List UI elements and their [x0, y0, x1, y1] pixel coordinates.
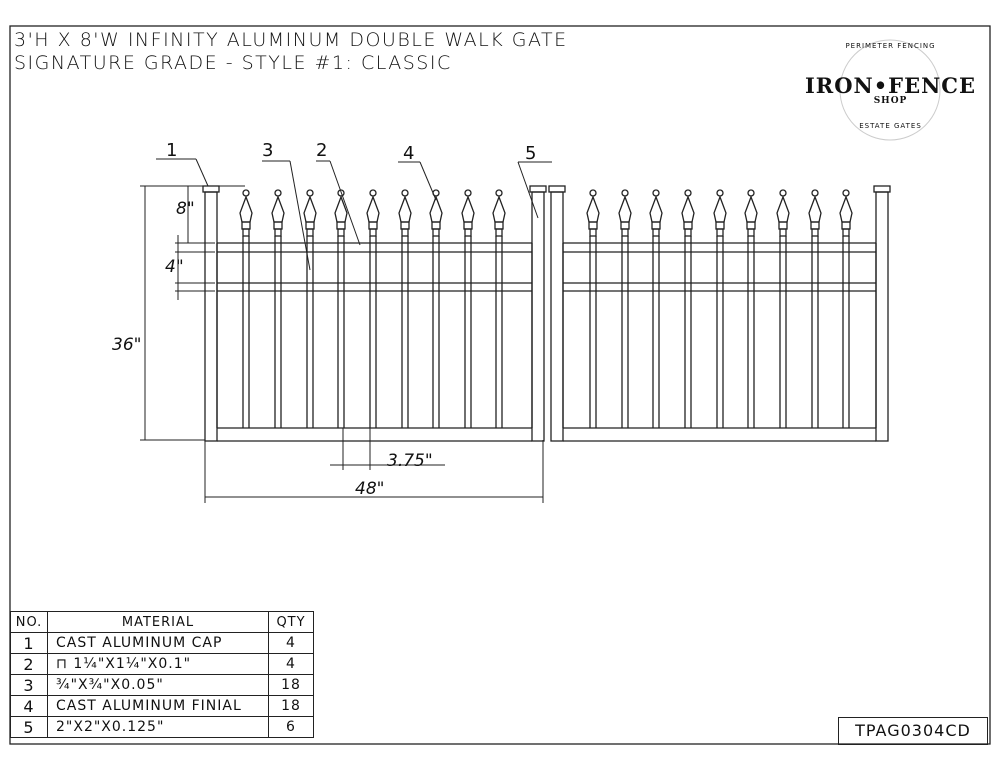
left-gate-finial — [239, 189, 253, 237]
bom-header-qty: QTY — [268, 611, 314, 633]
callout-leader — [419, 161, 437, 201]
right-gate-picket — [811, 236, 819, 428]
left-gate-picket — [337, 236, 345, 428]
dim-picket-spacing: 3.75" — [387, 451, 433, 471]
logo-top-arc: PERIMETER FENCING — [845, 42, 936, 50]
right-gate-hinge-post — [550, 191, 564, 442]
left-gate-picket — [464, 236, 472, 428]
bom-no: 3 — [10, 674, 48, 696]
right-gate-finial — [776, 189, 790, 237]
right-gate-finial — [586, 189, 600, 237]
left-gate-post-cap — [529, 185, 547, 193]
right-gate-finial — [808, 189, 822, 237]
left-gate-finial — [366, 189, 380, 237]
right-gate-finial — [649, 189, 663, 237]
callout-leader — [289, 160, 311, 271]
bom-header-row: NO. MATERIAL QTY — [10, 611, 314, 633]
gate-elevation — [202, 185, 891, 442]
callout-4: 4 — [403, 143, 415, 164]
left-gate-picket — [274, 236, 282, 428]
dimension-lines — [140, 158, 552, 503]
right-gate-picket — [684, 236, 692, 428]
left-gate-picket — [369, 236, 377, 428]
logo-bottom-arc: ESTATE GATES — [859, 122, 922, 130]
left-gate-hinge-post — [204, 191, 218, 442]
left-gate-post-cap — [202, 185, 220, 193]
left-gate-picket — [401, 236, 409, 428]
bom-qty: 4 — [268, 632, 314, 654]
bom-qty: 6 — [268, 716, 314, 738]
bom-material: ¾"X¾"X0.05" — [47, 674, 269, 696]
bom-qty: 18 — [268, 695, 314, 717]
left-gate-finial — [429, 189, 443, 237]
bom-no: 4 — [10, 695, 48, 717]
drawing-title: 3'H X 8'W INFINITY ALUMINUM DOUBLE WALK … — [14, 29, 568, 51]
left-gate-picket — [432, 236, 440, 428]
table-row: 1 CAST ALUMINUM CAP 4 — [10, 632, 314, 654]
callout-leader — [329, 160, 361, 246]
table-row: 2 ⊓ 1¼"X1¼"X0.1" 4 — [10, 653, 314, 675]
right-gate-picket — [652, 236, 660, 428]
right-gate-finial — [618, 189, 632, 237]
bom-qty: 18 — [268, 674, 314, 696]
callout-5: 5 — [525, 143, 537, 164]
right-gate-finial — [839, 189, 853, 237]
logo-main-text: IRON•FENCE — [804, 73, 977, 98]
left-gate-picket — [242, 236, 250, 428]
bom-no: 5 — [10, 716, 48, 738]
right-gate-picket — [779, 236, 787, 428]
table-row: 4 CAST ALUMINUM FINIAL 18 — [10, 695, 314, 717]
dim-top-offset: 8" — [176, 199, 195, 219]
part-number: TPAG0304CD — [838, 717, 988, 745]
left-gate-finial — [398, 189, 412, 237]
callout-1: 1 — [166, 140, 178, 161]
logo-ornament — [839, 39, 941, 141]
bill-of-materials: NO. MATERIAL QTY 1 CAST ALUMINUM CAP 4 2… — [10, 611, 314, 738]
left-gate-finial — [461, 189, 475, 237]
left-gate-picket — [306, 236, 314, 428]
dim-rail-spacing: 4" — [165, 257, 184, 277]
right-gate-picket — [621, 236, 629, 428]
table-row: 3 ¾"X¾"X0.05" 18 — [10, 674, 314, 696]
right-gate-picket — [842, 236, 850, 428]
right-gate-latch-post — [875, 191, 889, 442]
bom-material: ⊓ 1¼"X1¼"X0.1" — [47, 653, 269, 675]
callout-leader — [517, 161, 539, 219]
bom-material: 2"X2"X0.125" — [47, 716, 269, 738]
left-gate-finial — [492, 189, 506, 237]
bom-header-no: NO. — [10, 611, 48, 633]
callout-leader — [195, 158, 209, 187]
right-gate-picket — [747, 236, 755, 428]
iron-fence-shop-logo: PERIMETER FENCING IRON•FENCE SHOP ESTATE… — [798, 40, 983, 140]
bom-header-material: MATERIAL — [47, 611, 269, 633]
callout-3: 3 — [262, 140, 274, 161]
right-gate-post-cap — [873, 185, 891, 193]
dim-height: 36" — [112, 335, 142, 355]
table-row: 5 2"X2"X0.125" 6 — [10, 716, 314, 738]
left-gate-latch-post — [531, 191, 545, 442]
left-gate-finial — [303, 189, 317, 237]
right-gate-finial — [744, 189, 758, 237]
right-gate-post-cap — [548, 185, 566, 193]
logo-sub-text: SHOP — [873, 96, 908, 106]
bom-no: 2 — [10, 653, 48, 675]
left-gate-picket — [495, 236, 503, 428]
bom-material: CAST ALUMINUM CAP — [47, 632, 269, 654]
bom-material: CAST ALUMINUM FINIAL — [47, 695, 269, 717]
left-gate-finial — [334, 189, 348, 237]
callout-2: 2 — [316, 140, 328, 161]
right-gate-finial — [713, 189, 727, 237]
left-gate-finial — [271, 189, 285, 237]
bom-no: 1 — [10, 632, 48, 654]
dim-width: 48" — [355, 479, 385, 499]
drawing-subtitle: SIGNATURE GRADE - STYLE #1: CLASSIC — [14, 52, 452, 74]
right-gate-picket — [716, 236, 724, 428]
right-gate-finial — [681, 189, 695, 237]
bom-qty: 4 — [268, 653, 314, 675]
right-gate-picket — [589, 236, 597, 428]
